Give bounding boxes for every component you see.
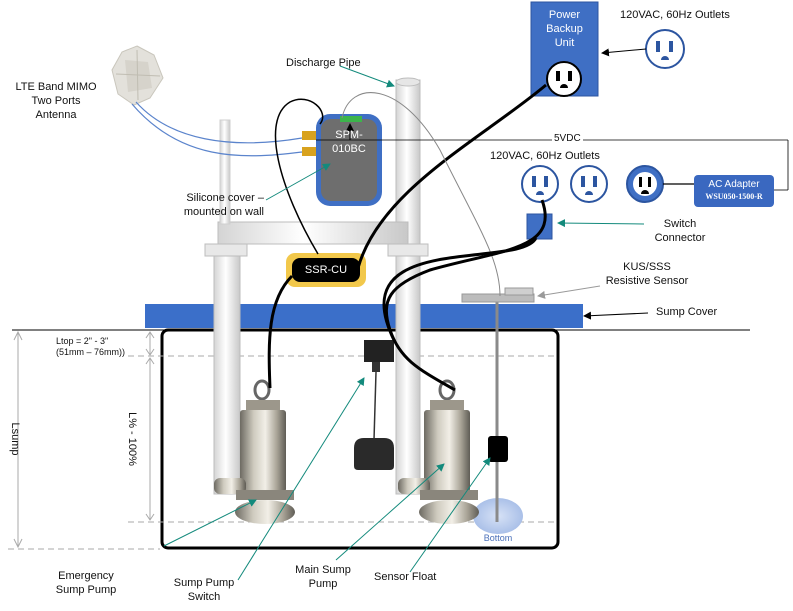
arrow-sump-switch bbox=[237, 377, 365, 581]
switch-connector bbox=[526, 213, 553, 240]
cable-outlet-to-main bbox=[384, 199, 547, 392]
sensor-float-label: Sensor Float bbox=[374, 571, 437, 583]
lsump-label: Lsump bbox=[9, 422, 21, 456]
power-backup-label: Power Backup Unit bbox=[546, 9, 583, 49]
arrow-kus bbox=[537, 285, 601, 299]
arrow-sump-cover bbox=[583, 311, 649, 320]
outlets-mid-label: 120VAC, 60Hz Outlets bbox=[490, 150, 600, 162]
arrow-discharge-pipe bbox=[339, 65, 395, 88]
main-sump-pump-label: Main Sump Pump bbox=[295, 564, 351, 590]
discharge-pipe-label: Discharge Pipe bbox=[286, 57, 361, 69]
arrow-silicone-1 bbox=[265, 163, 331, 201]
outlet-mid-1 bbox=[521, 165, 559, 203]
cable-ssr-to-emergency bbox=[267, 274, 294, 389]
ltop-label: Ltop = 2" - 3" (51mm – 76mm)) bbox=[56, 336, 126, 357]
silicone-cover-label: Silicone cover – mounted on wall bbox=[183, 192, 264, 218]
sensor-float bbox=[488, 436, 508, 462]
arrow-switch-connector bbox=[557, 219, 645, 228]
ssr-cu-label: SSR-CU bbox=[304, 264, 348, 276]
bottom-label: Bottom bbox=[483, 533, 513, 543]
sump-pump-switch-label: Sump Pump Switch bbox=[173, 577, 235, 603]
wall-bracket bbox=[219, 119, 231, 225]
left-pipe-vertical bbox=[213, 243, 241, 495]
resistive-sensor-plate bbox=[461, 293, 535, 303]
adapter-plug bbox=[626, 165, 664, 203]
switch-connector-label: Switch Connector bbox=[654, 218, 706, 244]
lte-antenna bbox=[111, 45, 164, 106]
emergency-pump-label: Emergency Sump Pump bbox=[55, 570, 117, 596]
cable-connector-to-switch bbox=[382, 237, 538, 341]
sump-pump-switch bbox=[354, 340, 394, 470]
emergency-pump bbox=[214, 379, 295, 524]
arrow-sensor-float bbox=[409, 457, 491, 573]
arrow-backup-to-outlet bbox=[601, 48, 647, 57]
outlet-top bbox=[645, 29, 685, 69]
sump-cover bbox=[145, 304, 583, 328]
arrow-emergency bbox=[163, 499, 257, 547]
arrow-main-pump bbox=[335, 463, 445, 561]
ac-adapter-box bbox=[694, 175, 774, 207]
outlet-mid-2 bbox=[570, 165, 608, 203]
antenna-cable-2 bbox=[131, 103, 303, 157]
kus-sss-label: KUS/SSS Resistive Sensor bbox=[605, 261, 689, 287]
l-percent-label: L% - 100% bbox=[126, 412, 138, 466]
ac-adapter-label: AC Adapter WSU050-1500-R bbox=[705, 179, 763, 201]
cable-backup-to-ssr bbox=[356, 83, 547, 269]
antenna-label: LTE Band MIMO Two Ports Antenna bbox=[15, 81, 97, 121]
sump-cover-label: Sump Cover bbox=[656, 306, 718, 318]
antenna-cable-1 bbox=[135, 101, 303, 144]
ssr-cu-unit bbox=[286, 253, 366, 287]
five-vdc-label: 5VDC bbox=[552, 132, 583, 146]
cable-ssr-to-spm bbox=[274, 98, 324, 255]
cable-spm-to-pipe bbox=[341, 92, 501, 297]
spm-controller bbox=[302, 114, 382, 206]
outlets-top-label: 120VAC, 60Hz Outlets bbox=[620, 9, 730, 21]
spm-label: SPM- 010BC bbox=[332, 129, 366, 155]
backup-outlet bbox=[546, 61, 582, 97]
